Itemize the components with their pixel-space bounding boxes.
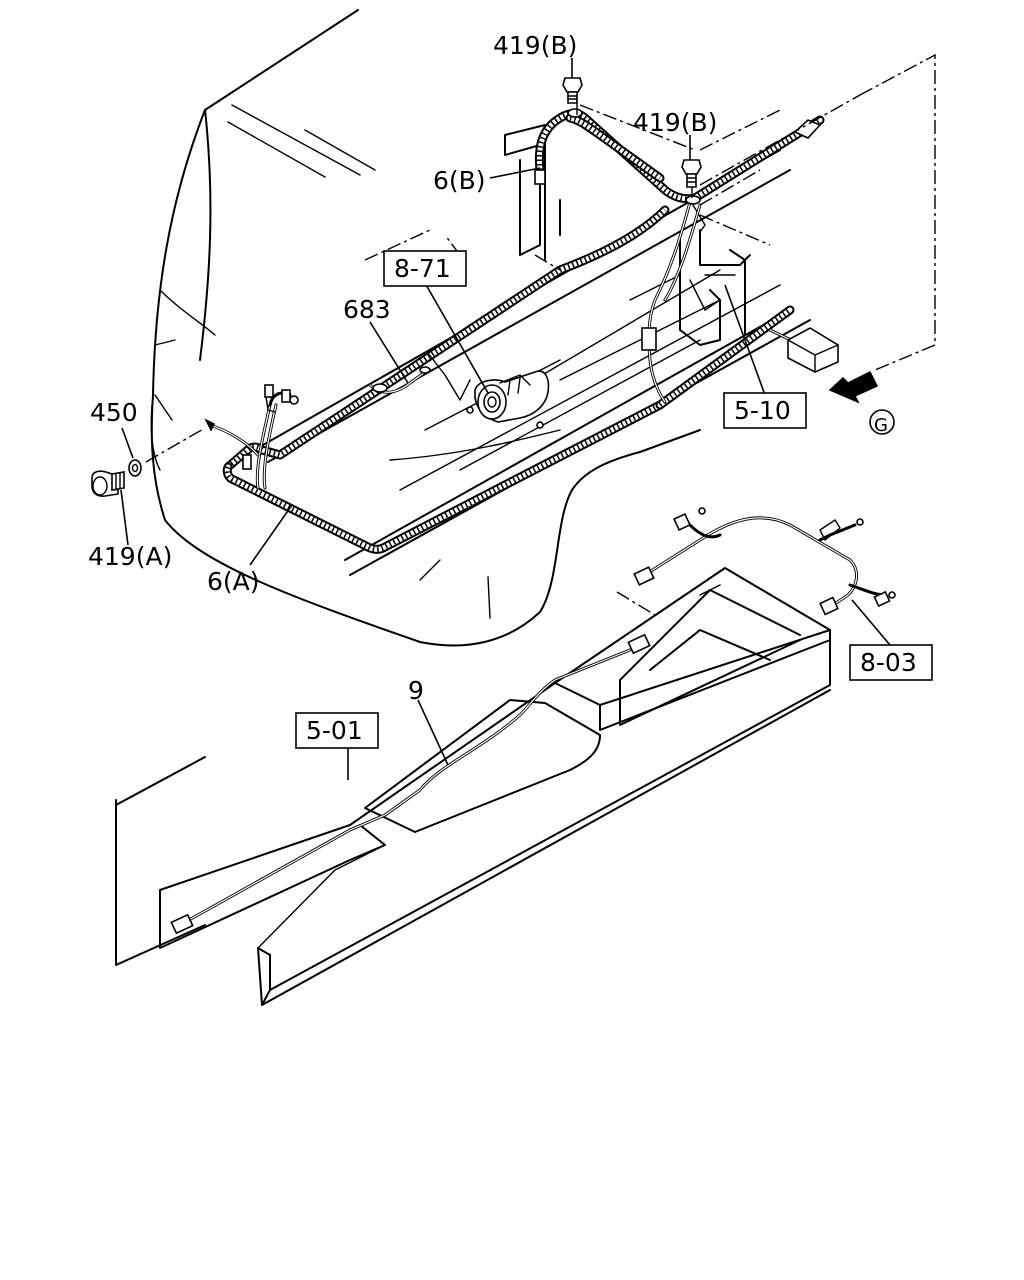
washer-450 bbox=[128, 459, 142, 477]
floor-console-5-01 bbox=[115, 567, 831, 1006]
label-419b-right: 419(B) bbox=[633, 108, 717, 137]
connector-clip-6b bbox=[641, 327, 657, 351]
frame-rails bbox=[262, 149, 811, 576]
view-g-circle bbox=[869, 409, 895, 435]
wire-683 bbox=[368, 366, 431, 394]
label-8-71: 8-71 bbox=[394, 254, 451, 283]
bolt-hole-right bbox=[685, 195, 701, 205]
label-view-g: G bbox=[874, 415, 888, 436]
ref-5-01-box bbox=[295, 712, 379, 749]
connector-top-right bbox=[793, 119, 822, 139]
label-5-01: 5-01 bbox=[306, 716, 363, 745]
label-6b: 6(B) bbox=[433, 166, 486, 195]
bracket-crossmember bbox=[504, 124, 751, 346]
center-lines bbox=[145, 53, 936, 619]
bolt-419a bbox=[91, 470, 125, 497]
left-connector-harness bbox=[204, 384, 299, 490]
label-5-10: 5-10 bbox=[734, 396, 791, 425]
leader-lines bbox=[120, 58, 891, 780]
connector-9-mid bbox=[627, 633, 651, 655]
ref-8-71-box bbox=[383, 250, 467, 287]
view-arrow-g bbox=[828, 370, 895, 435]
bolt-419b-top bbox=[562, 77, 583, 104]
label-419b-top: 419(B) bbox=[493, 31, 577, 60]
label-683: 683 bbox=[343, 295, 391, 324]
label-6a: 6(A) bbox=[207, 567, 260, 596]
cab-body-outline bbox=[150, 9, 701, 647]
bolt-hole-top bbox=[567, 108, 583, 118]
connector-9-end bbox=[170, 913, 194, 935]
ref-8-03-box bbox=[849, 644, 933, 681]
bolt-419b-right bbox=[681, 159, 702, 188]
label-9: 9 bbox=[408, 676, 424, 705]
label-419a: 419(A) bbox=[88, 542, 172, 571]
harness-loop-6a bbox=[222, 205, 795, 554]
grommet-6b bbox=[534, 169, 546, 185]
harness-6b bbox=[534, 108, 825, 404]
label-8-03: 8-03 bbox=[860, 648, 917, 677]
harness-9 bbox=[170, 633, 651, 935]
ref-5-10-box bbox=[723, 392, 807, 429]
harness-8-03 bbox=[633, 507, 896, 616]
connector-block-lower-right bbox=[768, 327, 839, 373]
compressor-8-71 bbox=[427, 352, 550, 429]
label-450: 450 bbox=[90, 398, 138, 427]
